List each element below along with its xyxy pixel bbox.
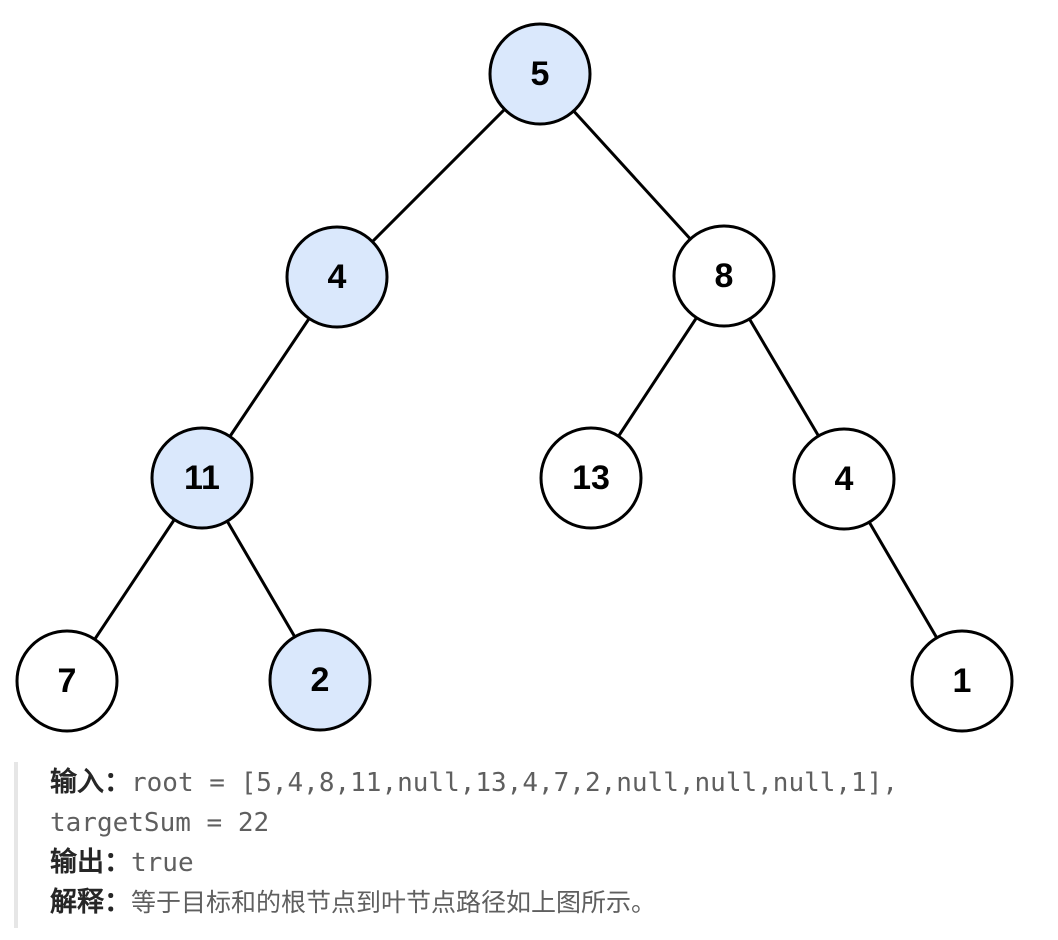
- tree-edge-n5-n4: [371, 108, 506, 243]
- tree-node-n7: 7: [15, 629, 119, 733]
- input-line-continued: targetSum = 22: [50, 802, 1044, 842]
- tree-edge-n5-n8: [572, 109, 692, 241]
- node-label: 1: [953, 662, 972, 700]
- tree-edge-n4b-n1: [867, 521, 939, 639]
- output-line: 输出：true: [50, 842, 1044, 882]
- tree-nodes: 5 4 8 11 13 4 7 2 1: [15, 22, 1014, 733]
- node-circle: [672, 224, 776, 328]
- target-sum-code: targetSum = 22: [50, 808, 270, 838]
- node-circle: [539, 426, 643, 530]
- binary-tree-diagram: 5 4 8 11 13 4 7 2 1: [15, 22, 1014, 733]
- tree-edge-n11-n2: [225, 520, 297, 638]
- tree-node-n2: 2: [268, 628, 372, 732]
- tree-edge-n11-n7: [93, 518, 176, 641]
- node-circle: [268, 628, 372, 732]
- tree-node-n4: 4: [285, 225, 389, 329]
- node-circle: [15, 629, 119, 733]
- node-circle: [488, 22, 592, 126]
- tree-edge-n8-n13: [617, 316, 698, 438]
- node-label: 2: [311, 661, 330, 699]
- explain-line: 解释：等于目标和的根节点到叶节点路径如上图所示。: [50, 882, 1044, 922]
- tree-node-n11: 11: [150, 426, 254, 530]
- output-code: true: [131, 848, 194, 878]
- output-label: 输出：: [50, 847, 131, 878]
- node-circle: [285, 225, 389, 329]
- input-code: root = [5,4,8,11,null,13,4,7,2,null,null…: [131, 768, 899, 798]
- tree-node-n5: 5: [488, 22, 592, 126]
- node-label: 13: [572, 459, 610, 497]
- node-circle: [150, 426, 254, 530]
- node-label: 11: [184, 459, 220, 497]
- tree-edge-n8-n4b: [748, 318, 820, 437]
- example-block: 输入：root = [5,4,8,11,null,13,4,7,2,null,n…: [14, 762, 1044, 928]
- input-line: 输入：root = [5,4,8,11,null,13,4,7,2,null,n…: [50, 762, 1044, 802]
- node-label: 8: [715, 257, 734, 295]
- node-label: 4: [328, 258, 347, 296]
- tree-node-n1: 1: [910, 629, 1014, 733]
- tree-edges: [93, 108, 939, 641]
- tree-node-n13: 13: [539, 426, 643, 530]
- tree-edge-n4-n11: [228, 317, 311, 438]
- explain-label: 解释：: [50, 887, 131, 918]
- node-label: 5: [531, 55, 550, 93]
- node-circle: [910, 629, 1014, 733]
- tree-node-n4b: 4: [792, 427, 896, 531]
- node-circle: [792, 427, 896, 531]
- tree-node-n8: 8: [672, 224, 776, 328]
- explain-text: 等于目标和的根节点到叶节点路径如上图所示。: [131, 888, 657, 917]
- node-label: 4: [835, 460, 854, 498]
- node-label: 7: [58, 662, 77, 700]
- input-label: 输入：: [50, 767, 131, 798]
